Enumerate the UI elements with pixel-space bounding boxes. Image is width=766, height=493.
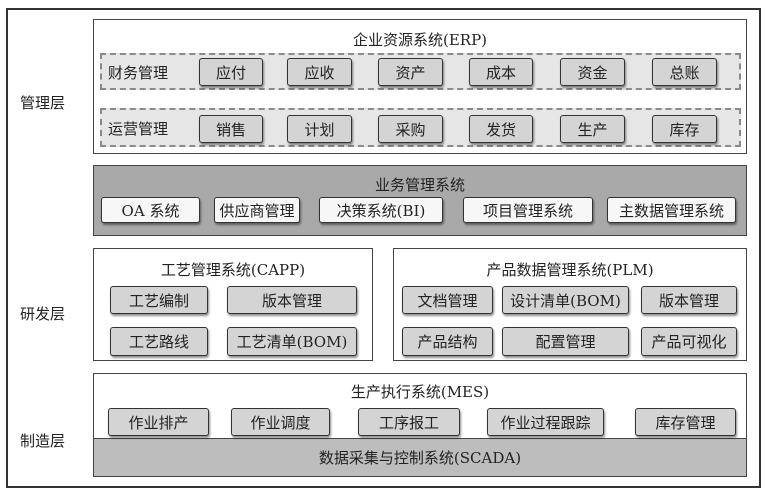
erp-operations-item[interactable]: 计划 xyxy=(287,115,352,143)
capp-item[interactable]: 版本管理 xyxy=(227,286,357,314)
plm-item[interactable]: 产品可视化 xyxy=(641,327,737,356)
business-item[interactable]: OA 系统 xyxy=(101,197,200,223)
layer-label-manufacturing: 制造层 xyxy=(20,432,66,450)
mes-item[interactable]: 作业排产 xyxy=(108,408,209,436)
erp-operations-item[interactable]: 生产 xyxy=(560,115,625,143)
plm-item[interactable]: 文档管理 xyxy=(402,286,493,314)
erp-operations-item[interactable]: 销售 xyxy=(199,115,263,143)
erp-title: 企业资源系统(ERP) xyxy=(352,31,488,49)
capp-item[interactable]: 工艺路线 xyxy=(110,327,208,356)
business-item[interactable]: 项目管理系统 xyxy=(463,197,593,223)
capp-item[interactable]: 工艺编制 xyxy=(110,286,208,314)
erp-finance-item[interactable]: 资产 xyxy=(378,58,443,86)
erp-operations-item[interactable]: 库存 xyxy=(652,115,717,143)
mes-item[interactable]: 库存管理 xyxy=(635,408,736,436)
mes-item[interactable]: 工序报工 xyxy=(358,408,460,436)
capp-item[interactable]: 工艺清单(BOM) xyxy=(227,327,357,356)
erp-finance-item[interactable]: 资金 xyxy=(560,58,625,86)
finance-label: 财务管理 xyxy=(108,64,169,82)
scada-system: 数据采集与控制系统(SCADA) xyxy=(94,438,746,476)
layer-label-management: 管理层 xyxy=(20,94,66,112)
business-item[interactable]: 主数据管理系统 xyxy=(607,197,736,223)
plm-item[interactable]: 产品结构 xyxy=(402,327,493,356)
erp-finance-item[interactable]: 应付 xyxy=(199,58,263,86)
erp-operations-item[interactable]: 发货 xyxy=(469,115,533,143)
mes-item[interactable]: 作业调度 xyxy=(231,408,330,436)
business-item[interactable]: 供应商管理 xyxy=(214,197,300,223)
operations-label: 运营管理 xyxy=(108,120,169,138)
erp-finance-item[interactable]: 应收 xyxy=(287,58,352,86)
plm-item[interactable]: 版本管理 xyxy=(641,286,737,314)
plm-item[interactable]: 设计清单(BOM) xyxy=(502,286,629,314)
plm-title: 产品数据管理系统(PLM) xyxy=(486,261,654,279)
capp-title: 工艺管理系统(CAPP) xyxy=(160,261,306,279)
mes-title: 生产执行系统(MES) xyxy=(350,383,490,401)
layer-label-rd: 研发层 xyxy=(20,305,66,323)
plm-item[interactable]: 配置管理 xyxy=(502,327,629,356)
mes-item[interactable]: 作业过程跟踪 xyxy=(487,408,604,436)
erp-finance-item[interactable]: 成本 xyxy=(469,58,533,86)
business-title: 业务管理系统 xyxy=(374,176,465,194)
business-item[interactable]: 决策系统(BI) xyxy=(319,197,443,223)
erp-operations-item[interactable]: 采购 xyxy=(378,115,443,143)
erp-finance-item[interactable]: 总账 xyxy=(652,58,717,86)
